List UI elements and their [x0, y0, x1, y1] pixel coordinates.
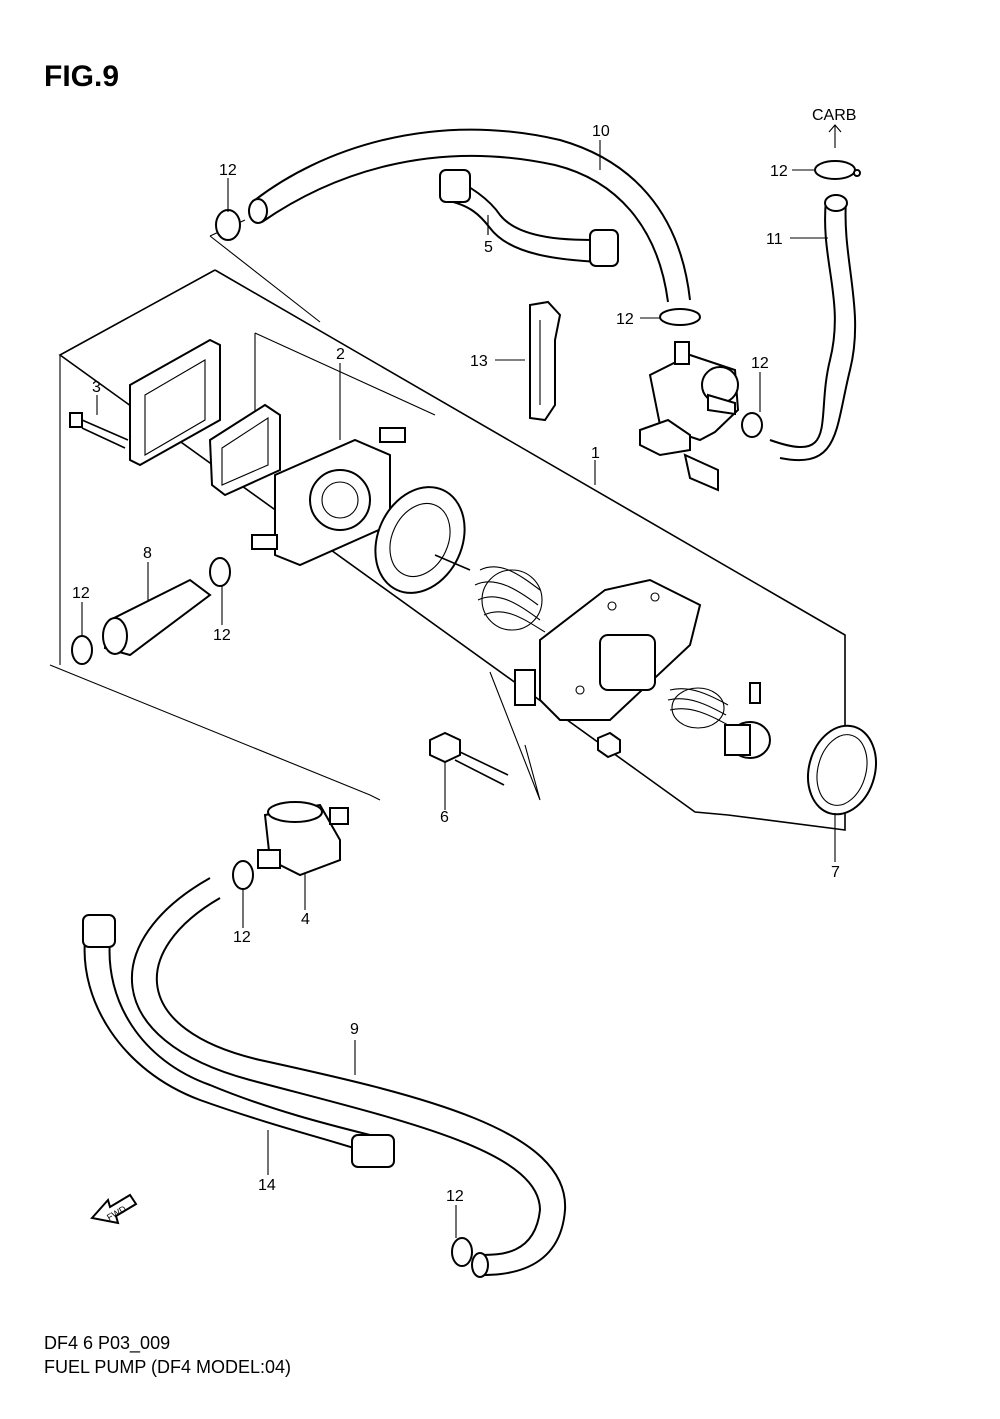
callout-6: 6: [440, 809, 449, 826]
clamp-upper-left: [215, 209, 241, 241]
callout-12h: 12: [446, 1188, 464, 1205]
callout-3: 3: [92, 379, 101, 396]
filter-part-4: [257, 801, 349, 877]
callout-12c: 12: [616, 311, 634, 328]
pipe-part-5: [439, 169, 619, 267]
spring-small: [667, 687, 729, 729]
callout-12g: 12: [233, 929, 251, 946]
figure-title: FIG.9: [44, 60, 120, 93]
diagram-code: DF4 6 P03_009: [44, 1333, 171, 1353]
callout-2: 2: [336, 346, 345, 363]
callout-10: 10: [592, 123, 610, 140]
hose-part-9: [130, 877, 567, 1278]
leader-lines: [81, 124, 842, 1238]
callout-7: 7: [831, 864, 840, 881]
diagram-name: FUEL PUMP (DF4 MODEL:04): [44, 1357, 292, 1377]
hose-part-10: [248, 128, 691, 303]
clamp-bottom: [451, 1237, 473, 1267]
callout-9: 9: [350, 1021, 359, 1038]
bolt-part-6: [429, 731, 509, 786]
diaphragm: [374, 486, 471, 594]
fuel-valve: [639, 341, 740, 492]
callout-12a: 12: [219, 162, 237, 179]
pump-body: [251, 427, 406, 567]
nut: [597, 731, 621, 759]
callout-12e: 12: [72, 585, 90, 602]
callout-5: 5: [484, 239, 493, 256]
callout-14: 14: [258, 1177, 276, 1194]
callout-1: 1: [591, 445, 600, 462]
spring-large: [474, 566, 546, 633]
callout-carb: CARB: [812, 107, 856, 124]
o-ring-part-7: [807, 724, 877, 816]
callout-4: 4: [301, 911, 310, 928]
clamp-tube-right: [209, 557, 231, 587]
callout-12f: 12: [213, 627, 231, 644]
callout-13: 13: [470, 353, 488, 370]
clamp-valve-top: [659, 308, 701, 326]
fwd-arrow-icon: FWD: [90, 1193, 138, 1225]
callout-8: 8: [143, 545, 152, 562]
gasket-plates: [129, 338, 281, 497]
assembly-outline: [49, 219, 846, 831]
clamp-valve-side: [741, 412, 763, 438]
callout-12b: 12: [770, 163, 788, 180]
hose-part-14: [82, 914, 395, 1168]
screw-part-3: [69, 412, 129, 449]
clamp-filter: [232, 860, 254, 890]
callout-12d: 12: [751, 355, 769, 372]
callout-11: 11: [766, 231, 783, 248]
tube-part-8: [102, 578, 212, 657]
clamp-tube-left: [71, 635, 93, 665]
clamp-carb: [814, 160, 861, 180]
callout-labels: CARB 10 12 12 5 11 12 2 13 12 3 1 8 12 1…: [72, 107, 856, 1205]
pump-cover: [514, 578, 702, 721]
strap-part-13: [529, 300, 562, 422]
pin-and-cap: [724, 682, 771, 759]
hose-part-11: [769, 194, 857, 461]
